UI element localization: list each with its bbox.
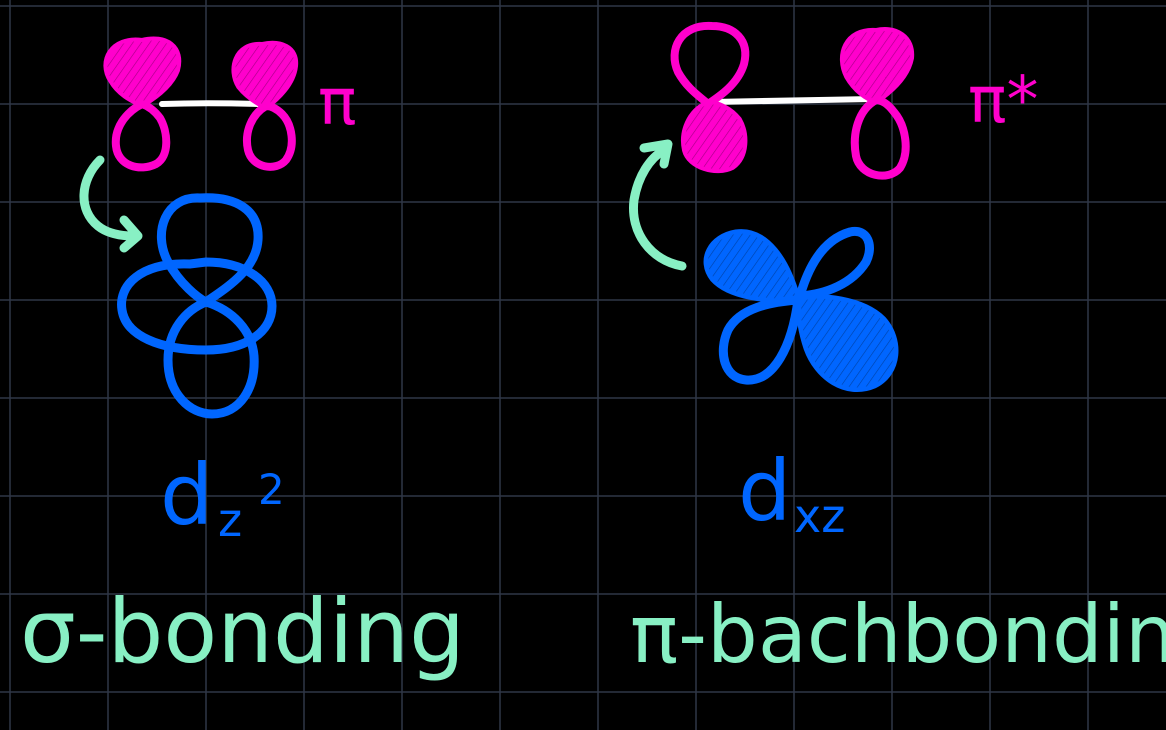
left-pi-orbital-1 [103,36,182,172]
right-pi-orbital-1 [670,21,750,174]
right-curved-arrow [629,139,687,271]
right-panel: π* d xz π-bachbonding [629,21,1166,681]
dxz-orbital [703,226,899,393]
right-pi-orbital-2 [840,27,915,180]
right-caption: π-bachbonding [630,588,1166,681]
dxz-label: d xz [738,442,845,543]
left-caption: σ-bonding [20,580,465,683]
left-panel: π d z 2 σ-bonding [20,36,465,683]
right-pi-label: π* [968,64,1039,138]
left-curved-arrow [79,155,143,253]
right-bond-line [709,96,877,105]
left-pi-label: π [318,66,357,140]
dxz-label-sub: xz [794,489,845,543]
left-bond-line [159,100,261,107]
dz2-orbital [117,193,277,419]
dz2-label-main: d [160,446,213,544]
dxz-label-main: d [738,442,791,540]
left-pi-orbital-2 [231,40,299,171]
dz2-label: d z 2 [160,446,285,547]
dz2-label-sub: z [218,493,242,547]
dz2-label-sup: 2 [258,465,285,514]
